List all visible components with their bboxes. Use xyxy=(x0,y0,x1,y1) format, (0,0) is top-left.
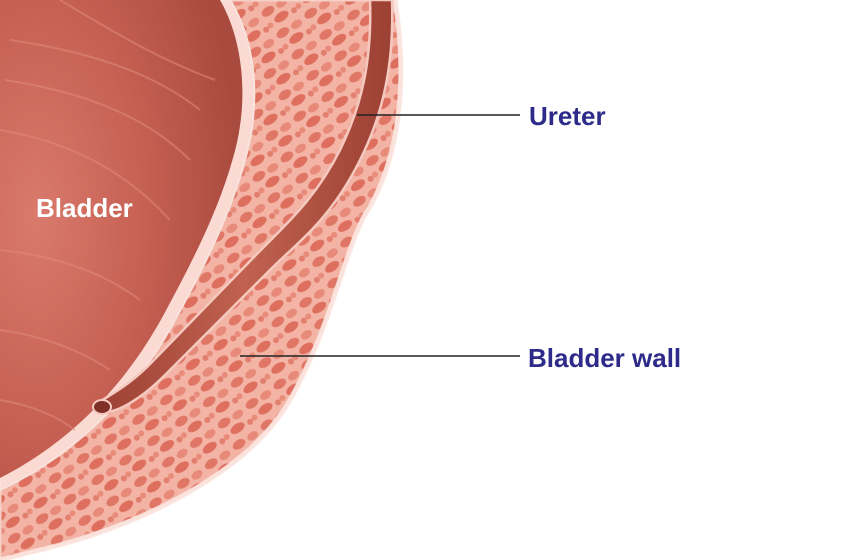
bladder-label: Bladder xyxy=(36,195,133,221)
ureter-label: Ureter xyxy=(529,103,606,129)
ureteral-orifice xyxy=(93,400,111,414)
bladder-wall-label: Bladder wall xyxy=(528,345,681,371)
